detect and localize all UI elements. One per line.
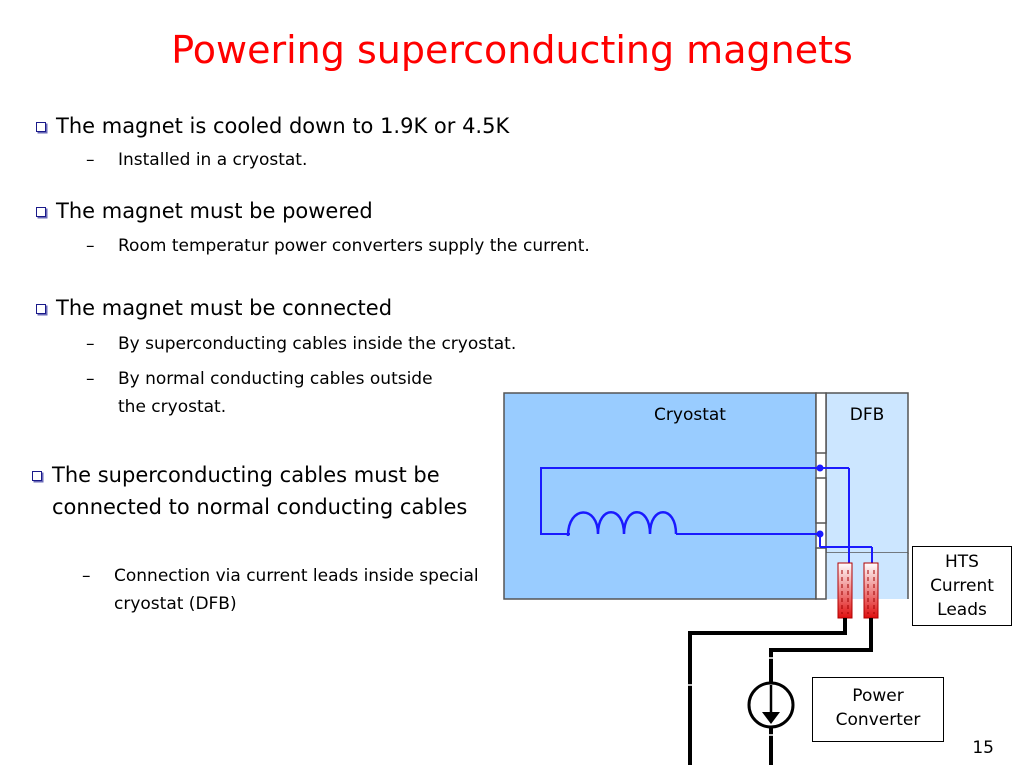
dash-marker: – — [86, 369, 95, 389]
dfb-label: DFB — [849, 405, 885, 425]
cryostat-label: Cryostat — [654, 405, 726, 425]
square-bullet-icon — [36, 207, 46, 217]
hts-label-box: HTS Current Leads — [912, 546, 1012, 626]
wall-gap-3 — [815, 547, 827, 600]
sub-bullet-current-leads: – Connection via current leads inside sp… — [82, 562, 494, 618]
sub-bullet-cryostat: – Installed in a cryostat. — [86, 146, 307, 174]
bullet-text: The magnet must be connected — [56, 296, 393, 320]
square-bullet-icon — [32, 471, 42, 481]
dash-marker: – — [86, 334, 95, 354]
square-bullet-icon — [36, 304, 46, 314]
sub-bullet-text: Installed in a cryostat. — [118, 150, 308, 170]
sub-bullet-text: By superconducting cables inside the cry… — [118, 334, 517, 354]
sub-bullet-text: Room temperatur power converters supply … — [118, 236, 590, 256]
slide-title: Powering superconducting magnets — [171, 28, 853, 72]
power-converter-label: Power Converter — [835, 686, 921, 730]
bullet-text: The magnet is cooled down to 1.9K or 4.5… — [56, 114, 510, 138]
junction-dot — [816, 464, 824, 472]
bullet-sc-to-nc: The superconducting cables must be conne… — [32, 459, 472, 523]
bullet-connected: The magnet must be connected — [36, 292, 392, 324]
dash-marker: – — [86, 150, 95, 170]
bullet-cooling: The magnet is cooled down to 1.9K or 4.5… — [36, 110, 509, 142]
wall-gap-2 — [815, 477, 827, 524]
square-bullet-icon — [36, 122, 46, 132]
sub-bullet-sc-cables: – By superconducting cables inside the c… — [86, 330, 516, 358]
magnet-coil — [566, 511, 678, 537]
bullet-text: The superconducting cables must be conne… — [52, 463, 468, 519]
wall-gap-1 — [815, 392, 827, 454]
power-converter-symbol — [747, 681, 795, 729]
hts-label: HTS Current Leads — [930, 552, 994, 620]
bullet-powered: The magnet must be powered — [36, 195, 373, 227]
nc-cables — [688, 618, 873, 765]
power-converter-box: Power Converter — [812, 677, 944, 742]
sub-bullet-text: By normal conducting cables outside the … — [118, 369, 433, 417]
sub-bullet-nc-cables: – By normal conducting cables outside th… — [86, 365, 438, 421]
junction-dot — [816, 530, 824, 538]
bullet-text: The magnet must be powered — [56, 199, 373, 223]
sub-bullet-converters: – Room temperatur power converters suppl… — [86, 232, 590, 260]
dash-marker: – — [82, 566, 91, 586]
dash-marker: – — [86, 236, 95, 256]
page-number: 15 — [972, 738, 994, 758]
dfb-box — [825, 392, 909, 554]
sub-bullet-text: Connection via current leads inside spec… — [114, 566, 479, 614]
cryostat-box — [503, 392, 817, 600]
